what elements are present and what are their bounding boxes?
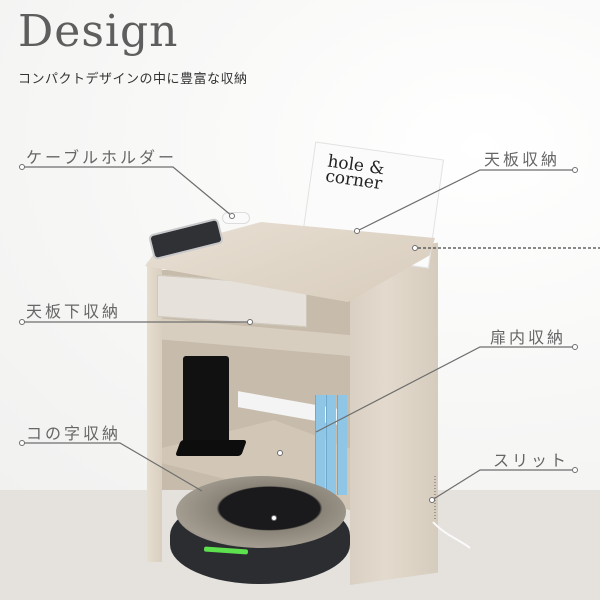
callout-under-top-storage: 天板下収納 xyxy=(26,302,122,321)
books xyxy=(315,395,347,495)
book xyxy=(315,395,325,495)
cabinet-left-side xyxy=(147,262,162,562)
cable-holder xyxy=(222,212,250,224)
page-title: Design xyxy=(18,6,179,57)
callout-cable-holder: ケーブルホルダー xyxy=(26,148,178,167)
book xyxy=(326,395,336,495)
callout-u-shape-storage: コの字収納 xyxy=(26,424,122,443)
router xyxy=(183,356,229,452)
book xyxy=(337,395,347,495)
callout-door-storage: 扉内収納 xyxy=(490,328,567,347)
page-subtitle: コンパクトデザインの中に豊富な収納 xyxy=(18,72,248,87)
callout-slit: スリット xyxy=(493,451,570,470)
callout-top-storage: 天板収納 xyxy=(484,150,561,169)
robot-vacuum-top xyxy=(176,476,346,548)
robot-vacuum xyxy=(170,476,350,584)
